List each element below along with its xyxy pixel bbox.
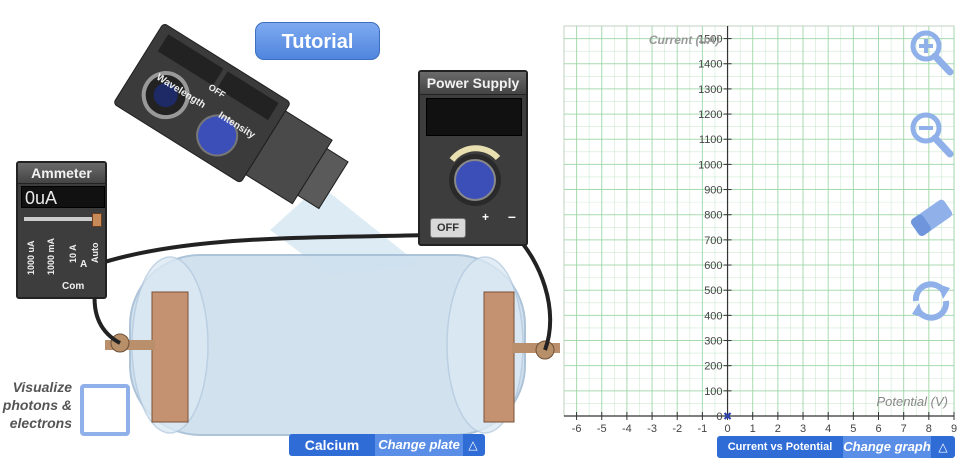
y-tick-label: 200 <box>704 361 722 373</box>
light-source <box>114 24 349 210</box>
ammeter-range-scale <box>24 217 102 221</box>
right-plate <box>483 291 515 423</box>
intensity-knob[interactable] <box>182 152 222 192</box>
y-tick-label: 900 <box>704 185 722 197</box>
y-axis-label: Current (uA) <box>649 33 720 47</box>
graph-selector: Current vs Potential Change graph △ <box>717 436 955 458</box>
x-tick-label: 7 <box>901 423 907 434</box>
zoom-out-icon[interactable] <box>906 110 956 160</box>
psu-minus-terminal: – <box>508 208 516 224</box>
y-tick-label: 1200 <box>698 109 722 121</box>
x-tick-label: 9 <box>951 423 957 434</box>
x-tick-label: 1 <box>750 423 756 434</box>
data-point <box>723 412 732 420</box>
y-tick-label: 600 <box>704 260 722 272</box>
ammeter-title: Ammeter <box>18 163 105 184</box>
power-off-button[interactable]: OFF <box>430 218 466 238</box>
y-tick-label: 1000 <box>698 159 722 171</box>
visualize-checkbox[interactable] <box>80 384 130 436</box>
apparatus <box>87 24 560 436</box>
graph-arrow-icon[interactable]: △ <box>938 440 948 454</box>
power-supply-title: Power Supply <box>420 72 526 95</box>
x-tick-label: -6 <box>572 423 582 434</box>
visualize-label: Visualize photons & electrons <box>2 379 72 431</box>
plate-selector: Calcium Change plate △ <box>289 434 485 456</box>
tutorial-button[interactable]: Tutorial <box>255 22 380 60</box>
y-tick-label: 500 <box>704 285 722 297</box>
power-supply-display <box>426 98 522 136</box>
eraser-icon[interactable] <box>906 192 956 242</box>
voltage-knob[interactable] <box>440 140 510 210</box>
ammeter-reading: 0uA <box>21 186 105 208</box>
y-tick-label: 800 <box>704 210 722 222</box>
plate-material: Calcium <box>304 437 360 453</box>
plot-area <box>563 25 955 417</box>
x-tick-label: 5 <box>850 423 856 434</box>
current-vs-potential-chart: 0 100 200 300 400 500 600 700 800 900 1000 1100 1200… <box>563 25 957 434</box>
ammeter-terminal-a: A <box>80 259 88 270</box>
light-beam <box>270 185 420 275</box>
graph-name: Current vs Potential <box>727 441 833 453</box>
x-tick-label: 3 <box>800 423 806 434</box>
range-label-auto: Auto <box>90 242 100 264</box>
x-tick-label: -5 <box>597 423 607 434</box>
power-supply: Power Supply OFF + – <box>418 70 528 246</box>
range-label-1000ma: 1000 mA <box>46 237 56 275</box>
x-tick-label: 6 <box>875 423 881 434</box>
plate-arrow-icon[interactable]: △ <box>468 438 478 452</box>
y-tick-label: 1100 <box>699 134 723 146</box>
x-axis-label: Potential (V) <box>876 394 948 409</box>
y-tick-label: 700 <box>704 235 722 247</box>
ammeter-terminal-com: Com <box>62 281 85 292</box>
y-tick-label: 100 <box>704 386 722 398</box>
x-tick-label: 4 <box>825 423 831 434</box>
y-tick-label: 300 <box>704 336 722 348</box>
ammeter: Ammeter 0uA 1000 uA 1000 mA 10 A Auto A … <box>16 161 107 299</box>
psu-plus-terminal: + <box>482 210 490 224</box>
x-tick-label: -2 <box>672 423 682 434</box>
left-plate <box>151 291 189 423</box>
zoom-in-icon[interactable] <box>906 28 956 78</box>
y-tick-label: 1300 <box>698 84 722 96</box>
refresh-icon[interactable] <box>906 276 956 326</box>
x-tick-label: 2 <box>775 423 781 434</box>
x-tick-label: -4 <box>622 423 632 434</box>
range-label-1000ua: 1000 uA <box>26 240 36 275</box>
range-label-10a: 10 A <box>68 244 78 263</box>
x-tick-label: 8 <box>926 423 932 434</box>
x-tick-label: -3 <box>647 423 657 434</box>
y-tick-label: 0 <box>716 411 722 423</box>
x-tick-label: 0 <box>724 423 730 434</box>
x-tick-label: -1 <box>697 423 707 434</box>
change-plate-button[interactable]: Change plate <box>375 434 463 456</box>
wavelength-knob[interactable] <box>132 118 176 162</box>
y-tick-label: 1400 <box>698 59 722 71</box>
y-tick-label: 1500 <box>698 34 722 46</box>
ammeter-range-slider[interactable] <box>92 213 102 227</box>
y-tick-label: 400 <box>704 310 722 322</box>
change-graph-button[interactable]: Change graph <box>843 436 931 458</box>
